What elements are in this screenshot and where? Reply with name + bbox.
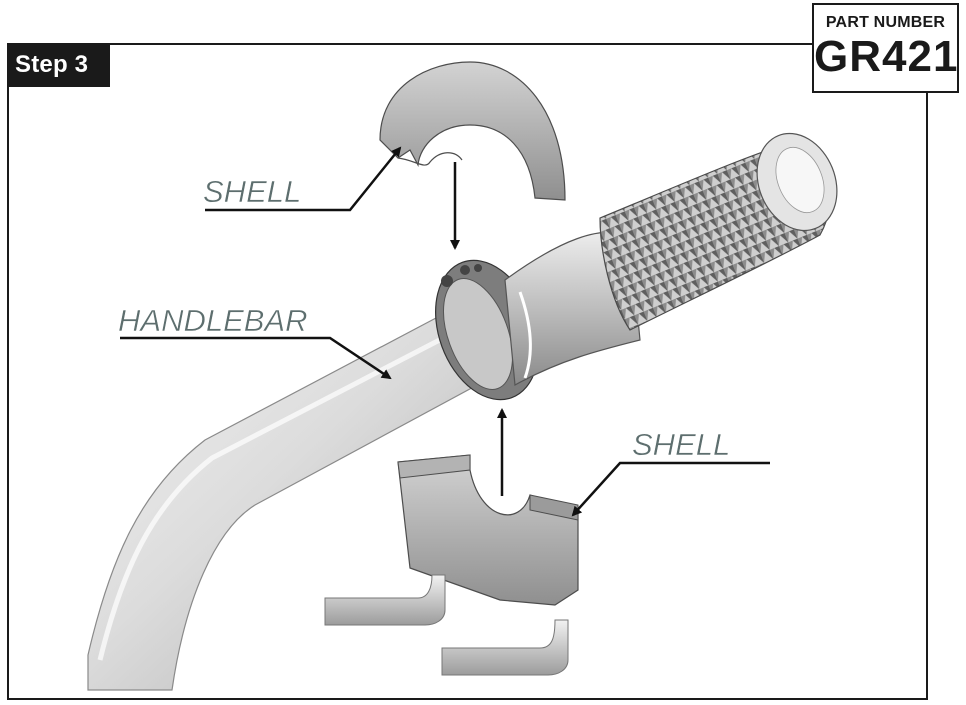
step-badge: Step 3 — [7, 43, 110, 87]
shell-top-leader — [205, 146, 402, 212]
knurled-grip — [599, 132, 838, 331]
bottom-shell-part — [397, 454, 579, 606]
shell-bottom-leader — [571, 461, 770, 517]
part-number-box: PART NUMBER GR421 — [812, 3, 959, 93]
shell-bottom-label: SHELL — [632, 427, 730, 462]
part-number-value: GR421 — [814, 32, 959, 81]
leader-lines — [120, 146, 770, 517]
cable-pipes — [324, 574, 569, 676]
handlebar-label: HANDLEBAR — [118, 303, 308, 338]
part-number-label: PART NUMBER — [825, 14, 946, 31]
top-shell-part — [379, 61, 566, 201]
handlebar-leader — [120, 336, 392, 380]
shell-top-label: SHELL — [203, 174, 301, 209]
